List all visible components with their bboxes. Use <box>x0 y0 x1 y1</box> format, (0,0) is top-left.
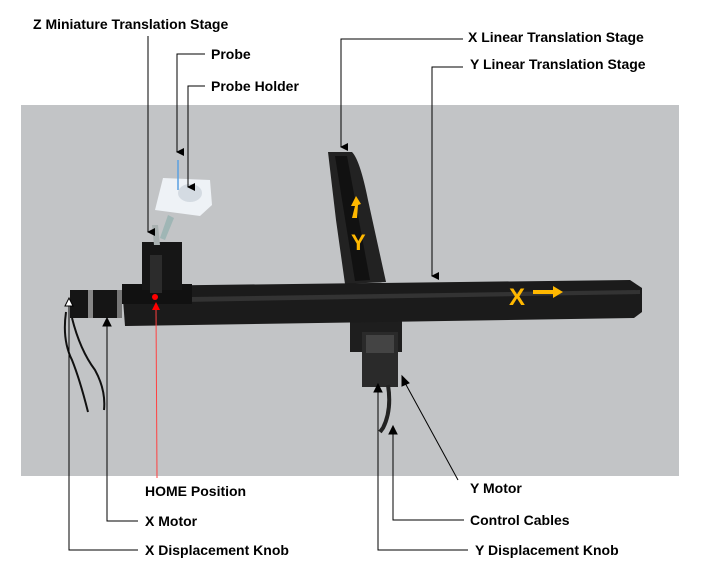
y-axis-mark: Y <box>351 230 366 255</box>
label-y-displacement-knob: Y Displacement Knob <box>475 542 619 558</box>
x-linear-stage <box>122 280 642 326</box>
label-probe-holder: Probe Holder <box>211 78 299 94</box>
x-motor <box>70 290 122 318</box>
label-x-linear-stage: X Linear Translation Stage <box>468 29 644 45</box>
x-cables <box>63 311 106 413</box>
home-position-dot <box>152 294 158 300</box>
label-control-cables: Control Cables <box>470 512 570 528</box>
label-z-stage: Z Miniature Translation Stage <box>33 16 228 32</box>
y-motor <box>362 332 398 434</box>
label-probe: Probe <box>211 46 251 62</box>
leader-lines <box>64 36 468 551</box>
y-direction-arrow: Y <box>351 196 366 255</box>
label-y-linear-stage: Y Linear Translation Stage <box>470 56 646 72</box>
label-y-motor: Y Motor <box>470 480 522 496</box>
x-direction-arrow: X <box>509 284 563 311</box>
x-axis-mark: X <box>509 284 525 311</box>
label-x-displacement-knob: X Displacement Knob <box>145 542 289 558</box>
label-x-motor: X Motor <box>145 513 198 529</box>
label-home-position: HOME Position <box>145 483 246 499</box>
